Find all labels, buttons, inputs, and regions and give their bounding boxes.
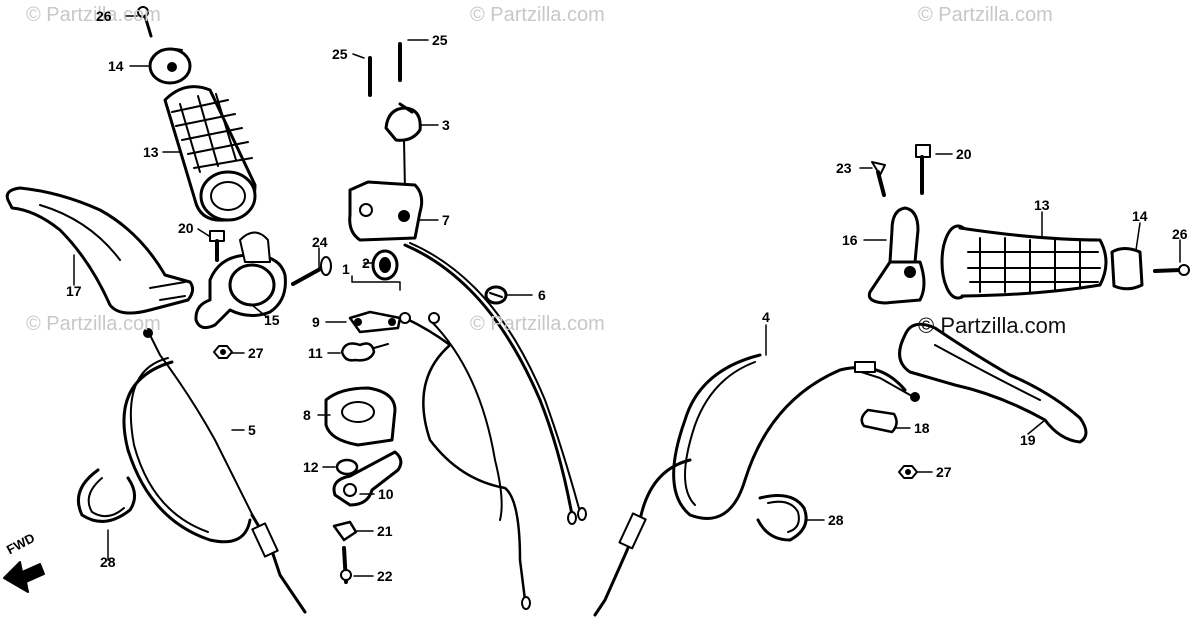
screw-24 <box>291 256 332 286</box>
grip-13-right <box>940 224 1108 300</box>
cable-band-28-right <box>756 494 808 542</box>
callout-27: 27 <box>248 345 264 361</box>
callout-13: 13 <box>143 144 159 160</box>
throttle-cable-4 <box>593 353 920 617</box>
bolt-20-right <box>915 144 931 195</box>
screw-22 <box>340 546 352 584</box>
forward-arrow-icon <box>3 561 45 593</box>
switch-wiring <box>399 242 587 610</box>
watermark: © Partzilla.com <box>918 313 1067 338</box>
grip-13-left <box>163 85 257 222</box>
callout-19: 19 <box>1020 432 1036 448</box>
watermark: © Partzilla.com <box>918 4 1053 26</box>
plate-9 <box>348 310 402 334</box>
lever-10 <box>332 450 403 507</box>
callout-24: 24 <box>312 234 328 250</box>
callout-25: 25 <box>332 46 348 62</box>
callout-bracket-1 <box>351 275 401 291</box>
callout-28: 28 <box>100 554 116 570</box>
screws-25 <box>368 42 402 97</box>
callout-20: 20 <box>956 146 972 162</box>
callout-26: 26 <box>96 8 112 24</box>
lower-housing-8 <box>324 386 397 447</box>
switch-housing-7 <box>348 180 424 242</box>
callout-18: 18 <box>914 420 930 436</box>
grommet-2 <box>371 249 399 281</box>
callout-25: 25 <box>432 32 448 48</box>
nut-27-left <box>213 345 233 359</box>
screw-26-right <box>1153 264 1190 276</box>
lever-bracket-15 <box>194 231 287 330</box>
watermark: © Partzilla.com <box>26 4 161 26</box>
callout-22: 22 <box>377 568 393 584</box>
bolt-23 <box>871 161 886 197</box>
clip-18 <box>860 408 898 434</box>
cable-band-28-left <box>77 468 136 523</box>
ring-12 <box>335 458 359 476</box>
callout-4: 4 <box>762 309 770 325</box>
watermark: © Partzilla.com <box>26 313 161 335</box>
callout-20: 20 <box>178 220 194 236</box>
brake-lever-19 <box>898 322 1088 444</box>
callout-8: 8 <box>303 407 311 423</box>
callout-17: 17 <box>66 283 82 299</box>
callout-16: 16 <box>842 232 858 248</box>
callout-26: 26 <box>1172 226 1188 242</box>
callout-28: 28 <box>828 512 844 528</box>
switch-knob-3 <box>384 102 422 191</box>
callout-23: 23 <box>836 160 852 176</box>
watermark: © Partzilla.com <box>470 4 605 26</box>
callout-12: 12 <box>303 459 319 475</box>
callout-6: 6 <box>538 287 546 303</box>
clutch-cable-5 <box>122 328 307 614</box>
collar-21 <box>332 520 358 542</box>
callout-9: 9 <box>312 314 320 330</box>
screw-26-left <box>137 6 153 38</box>
grip-end-cap-14-left <box>148 47 192 85</box>
callout-27: 27 <box>936 464 952 480</box>
callout-13: 13 <box>1034 197 1050 213</box>
callout-2: 2 <box>362 255 370 271</box>
grip-end-cap-14-right <box>1110 247 1144 291</box>
callout-14: 14 <box>1132 208 1148 224</box>
bolt-20-left <box>209 230 225 262</box>
callout-21: 21 <box>377 523 393 539</box>
callout-7: 7 <box>442 212 450 228</box>
callout-5: 5 <box>248 422 256 438</box>
watermark: © Partzilla.com <box>470 313 605 335</box>
clip-6 <box>484 285 508 305</box>
callout-14: 14 <box>108 58 124 74</box>
callout-10: 10 <box>378 486 394 502</box>
callout-1: 1 <box>342 261 350 277</box>
nut-27-right <box>898 465 918 479</box>
callout-3: 3 <box>442 117 450 133</box>
leader-lines <box>73 15 1181 577</box>
callout-11: 11 <box>308 345 323 361</box>
clutch-lever-17 <box>5 186 195 315</box>
callout-15: 15 <box>264 312 280 328</box>
lever-bracket-16 <box>867 206 926 305</box>
spring-11 <box>340 342 389 362</box>
